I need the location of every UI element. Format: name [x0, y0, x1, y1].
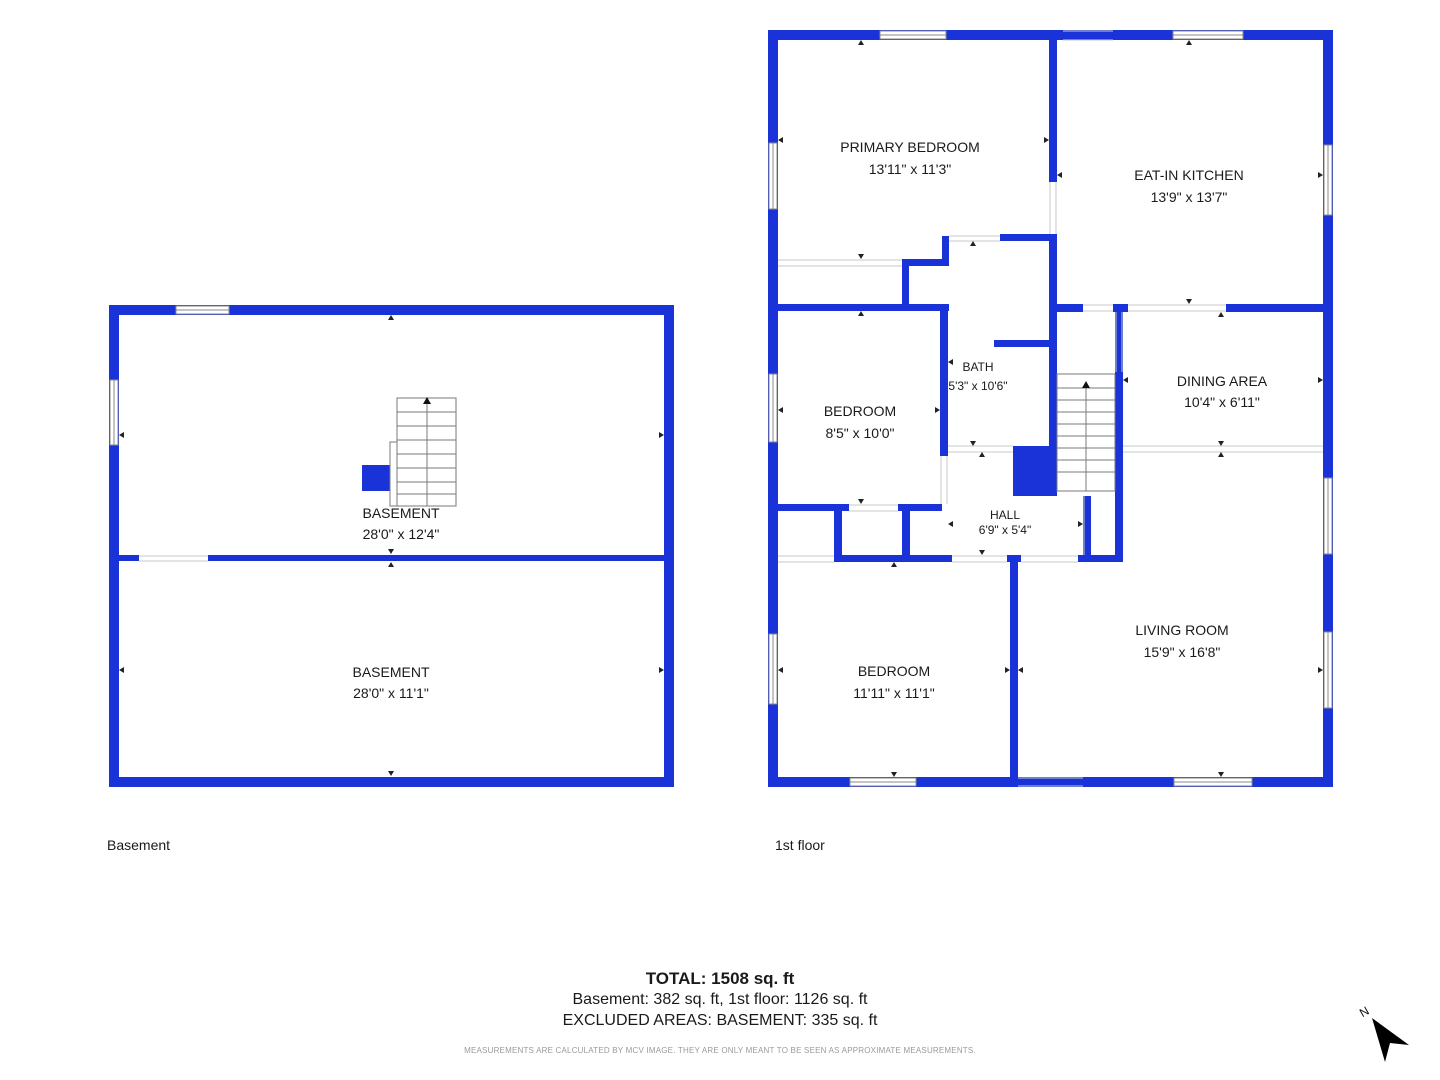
walls	[109, 30, 1333, 787]
room-dimensions: 28'0" x 11'1"	[353, 685, 429, 701]
north-arrow-shape	[1372, 1018, 1409, 1062]
stair-direction-icon	[1082, 381, 1090, 388]
first-floor-label: 1st floor	[775, 837, 825, 853]
room-dimensions: 11'11" x 11'1"	[853, 685, 934, 701]
outer-wall	[1323, 30, 1333, 787]
interior-wall	[1007, 555, 1021, 562]
compass-label: N	[1357, 1004, 1372, 1020]
disclaimer: MEASUREMENTS ARE CALCULATED BY MCV IMAGE…	[464, 1046, 976, 1055]
room-dimensions: 13'11" x 11'3"	[869, 161, 952, 177]
room-dimensions: 28'0" x 12'4"	[363, 526, 440, 542]
interior-wall	[778, 504, 849, 511]
room-name: DINING AREA	[1177, 373, 1268, 389]
basement-divider-wall	[208, 555, 664, 561]
room-dimensions: 10'4" x 6'11"	[1184, 394, 1260, 410]
basement-outer-wall	[109, 777, 674, 787]
room-name: BEDROOM	[824, 403, 896, 419]
interior-wall	[898, 504, 942, 511]
room-name: BASEMENT	[362, 505, 439, 521]
room-name: BATH	[962, 360, 993, 374]
room-name: LIVING ROOM	[1135, 622, 1228, 638]
first-floor-stairs	[1056, 373, 1116, 492]
area-summary: TOTAL: 1508 sq. ft Basement: 382 sq. ft,…	[420, 968, 1020, 1031]
interior-wall	[1049, 40, 1057, 182]
room-dimensions: 5'3" x 10'6"	[948, 379, 1007, 393]
interior-wall	[902, 504, 910, 562]
interior-wall	[834, 555, 952, 562]
room-name: PRIMARY BEDROOM	[840, 139, 980, 155]
interior-wall	[778, 304, 949, 311]
excluded-areas: EXCLUDED AREAS: BASEMENT: 335 sq. ft	[562, 1012, 878, 1029]
total-area: TOTAL: 1508 sq. ft	[645, 969, 795, 988]
interior-wall	[1226, 304, 1323, 312]
basement-divider-wall	[119, 555, 139, 561]
basement-floor-label: Basement	[107, 837, 171, 853]
chimney	[1013, 446, 1056, 496]
interior-wall	[834, 504, 842, 562]
window-sills	[113, 34, 1329, 783]
stair-direction-icon	[423, 397, 431, 404]
room-labels: BASEMENT 28'0" x 12'4" BASEMENT 28'0" x …	[352, 139, 1267, 701]
room-name: HALL	[990, 508, 1020, 522]
room-dimensions: 8'5" x 10'0"	[826, 425, 895, 441]
interior-wall	[1010, 562, 1018, 777]
interior-wall	[1115, 304, 1123, 562]
room-dimensions: 13'9" x 13'7"	[1151, 189, 1228, 205]
measurement-ticks	[119, 40, 1323, 777]
windows	[109, 30, 1333, 787]
chimney	[362, 465, 390, 491]
north-arrow-icon: N	[1357, 1004, 1409, 1062]
interior-wall	[1083, 496, 1091, 555]
outer-wall	[768, 777, 1333, 787]
room-name: BEDROOM	[858, 663, 930, 679]
interior-wall	[994, 340, 1049, 347]
basement-outer-wall	[109, 305, 674, 315]
room-dimensions: 6'9" x 5'4"	[979, 523, 1031, 537]
interior-wall	[902, 259, 909, 307]
outer-wall	[768, 30, 1333, 40]
interior-wall	[1057, 304, 1083, 312]
basement-outer-wall	[664, 305, 674, 787]
area-breakdown: Basement: 382 sq. ft, 1st floor: 1126 sq…	[572, 991, 868, 1008]
interior-wall	[1049, 234, 1057, 496]
room-name: EAT-IN KITCHEN	[1134, 167, 1243, 183]
interior-wall	[1000, 234, 1049, 241]
basement-stairs	[389, 397, 457, 507]
room-dimensions: 15'9" x 16'8"	[1144, 644, 1221, 660]
interior-wall	[1078, 555, 1123, 562]
interior-wall	[942, 236, 949, 266]
room-name: BASEMENT	[352, 664, 429, 680]
interior-wall	[902, 259, 949, 266]
interior-wall	[940, 304, 948, 456]
basement-outer-wall	[109, 305, 119, 787]
openings	[139, 30, 1323, 787]
